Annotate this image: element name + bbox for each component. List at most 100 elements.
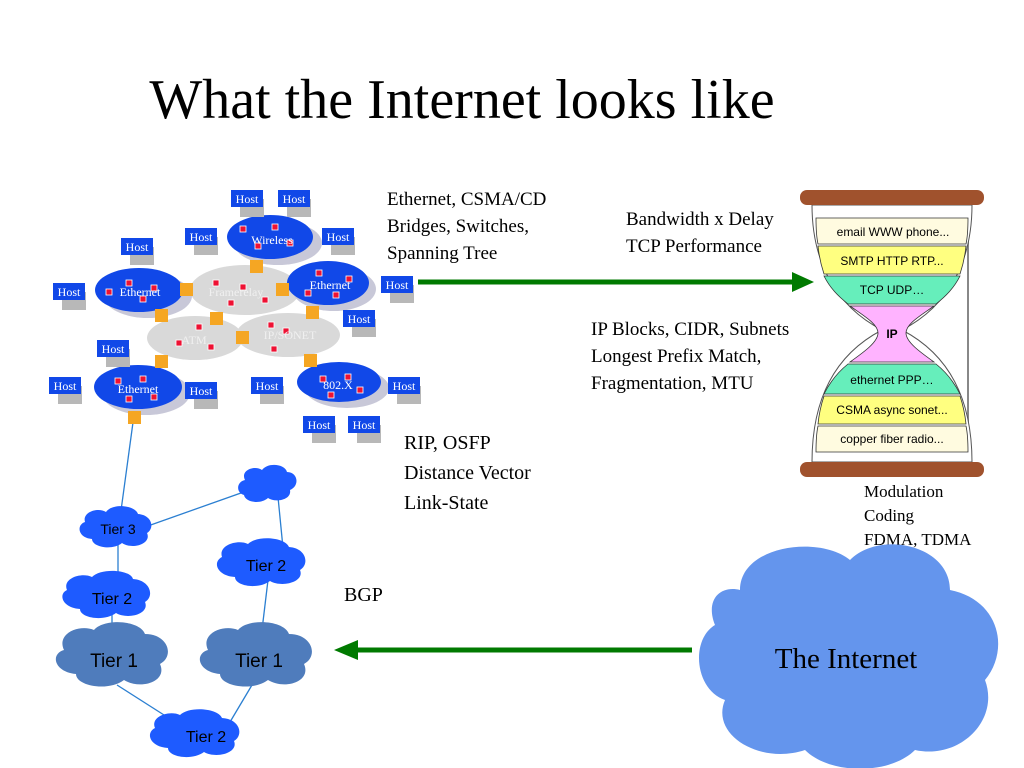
internet-cloud — [699, 544, 999, 768]
link-layer-notes: Ethernet, CSMA/CD Bridges, Switches, Spa… — [387, 186, 546, 267]
note-line: Bandwidth x Delay — [626, 209, 774, 230]
note-line: Spanning Tree — [387, 243, 498, 264]
note-line: Longest Prefix Match, — [591, 346, 762, 367]
layer-label: email WWW phone... — [837, 225, 950, 239]
routers — [128, 260, 319, 424]
layer-mac — [817, 395, 967, 425]
note-line: Link-State — [404, 492, 489, 514]
host-label: Host — [348, 312, 371, 326]
host-label: Host — [102, 342, 125, 356]
host-box: Host — [348, 416, 381, 443]
atm-cloud — [147, 316, 243, 360]
tier-label: Tier 1 — [235, 651, 283, 672]
network-label: ATM — [181, 333, 207, 347]
tier1-right-cloud — [199, 622, 312, 687]
host-box: Host — [121, 238, 154, 265]
note-line: Modulation — [864, 482, 944, 501]
protocol-hourglass: email WWW phone... SMTP HTTP RTP... TCP … — [800, 190, 984, 477]
host-box: Host — [53, 283, 86, 310]
host-label: Host — [308, 418, 331, 432]
layer-app — [815, 217, 969, 245]
hourglass-bottom-rod — [800, 462, 984, 477]
host-label: Host — [190, 384, 213, 398]
layer-label: ethernet PPP… — [850, 373, 933, 387]
slide-title: What the Internet looks like — [149, 69, 775, 131]
host-label: Host — [256, 379, 279, 393]
host-label: Host — [126, 240, 149, 254]
internet-cloud-shape — [699, 544, 999, 768]
ethernet-network — [95, 268, 183, 312]
layer-app-protocol — [817, 245, 967, 275]
tier2-bottom-cloud — [149, 709, 240, 758]
host-label: Host — [236, 192, 259, 206]
host-label: Host — [327, 230, 350, 244]
arrow-to-hourglass — [418, 272, 814, 292]
network-label: Framerelay — [209, 285, 264, 299]
note-line: Coding — [864, 506, 915, 525]
host-box: Host — [97, 340, 130, 367]
layer-label: copper fiber radio... — [840, 432, 943, 446]
tier2-right-cloud — [216, 538, 306, 587]
network-label: Ethernet — [118, 382, 159, 396]
tier-label: Tier 3 — [100, 521, 135, 537]
host-label: Host — [190, 230, 213, 244]
network-cluster: Wireless Ethernet Framerelay Ethernet AT… — [49, 190, 421, 443]
host-label: Host — [353, 418, 376, 432]
transport-notes: Bandwidth x Delay TCP Performance — [626, 206, 774, 260]
host-box: Host — [251, 377, 284, 404]
host-box: Host — [185, 382, 218, 409]
node-dots — [105, 223, 364, 403]
host-box: Host — [278, 190, 311, 217]
network-label: Ethernet — [120, 285, 161, 299]
note-line: IP Blocks, CIDR, Subnets — [591, 319, 790, 340]
network-label: Wireless — [251, 233, 293, 247]
layer-ip — [848, 305, 936, 363]
internet-label: The Internet — [775, 643, 918, 675]
note-line: FDMA, TDMA — [864, 530, 972, 549]
tier-label: Tier 2 — [246, 558, 286, 575]
host-label: Host — [58, 285, 81, 299]
tier-label: Tier 2 — [186, 729, 226, 746]
layer-physical — [815, 425, 969, 453]
tier-top-cloud — [238, 464, 297, 502]
ipsonet-cloud — [236, 313, 340, 357]
host-box: Host — [231, 190, 264, 217]
host-box: Host — [322, 228, 355, 255]
physical-notes: Modulation Coding FDMA, TDMA — [864, 480, 971, 552]
layer-label: SMTP HTTP RTP... — [840, 254, 943, 268]
wireless-network — [227, 215, 313, 259]
note-line: Ethernet, CSMA/CD — [387, 189, 547, 210]
tier-label: Tier 1 — [90, 651, 138, 672]
tier3-cloud — [79, 506, 152, 548]
network-label: IP/SONET — [264, 328, 317, 342]
host-box: Host — [303, 416, 336, 443]
tier2-left-cloud — [62, 570, 151, 619]
note-line: TCP Performance — [626, 236, 762, 257]
bgp-note: BGP — [344, 584, 383, 606]
layer-transport — [823, 275, 961, 305]
tier-links — [111, 414, 284, 723]
hourglass-top-rod — [800, 190, 984, 205]
host-box: Host — [388, 377, 421, 404]
ethernet-network — [94, 365, 182, 409]
note-line: Fragmentation, MTU — [591, 373, 754, 394]
network-label: Ethernet — [310, 278, 351, 292]
host-box: Host — [185, 228, 218, 255]
host-box: Host — [343, 310, 376, 337]
layer-link — [823, 363, 961, 395]
tier1-left-cloud — [55, 622, 168, 687]
host-label: Host — [283, 192, 306, 206]
note-line: Distance Vector — [404, 462, 531, 484]
routing-notes: RIP, OSFP Distance Vector Link-State — [404, 428, 531, 518]
layer-label: TCP UDP… — [860, 283, 924, 297]
arrow-to-tiers — [334, 640, 692, 660]
layer-label: CSMA async sonet... — [836, 403, 947, 417]
host-box: Host — [49, 377, 82, 404]
tier-label: Tier 2 — [92, 591, 132, 608]
host-label: Host — [393, 379, 416, 393]
host-label: Host — [54, 379, 77, 393]
note-line: RIP, OSFP — [404, 432, 491, 454]
note-line: Bridges, Switches, — [387, 216, 529, 237]
